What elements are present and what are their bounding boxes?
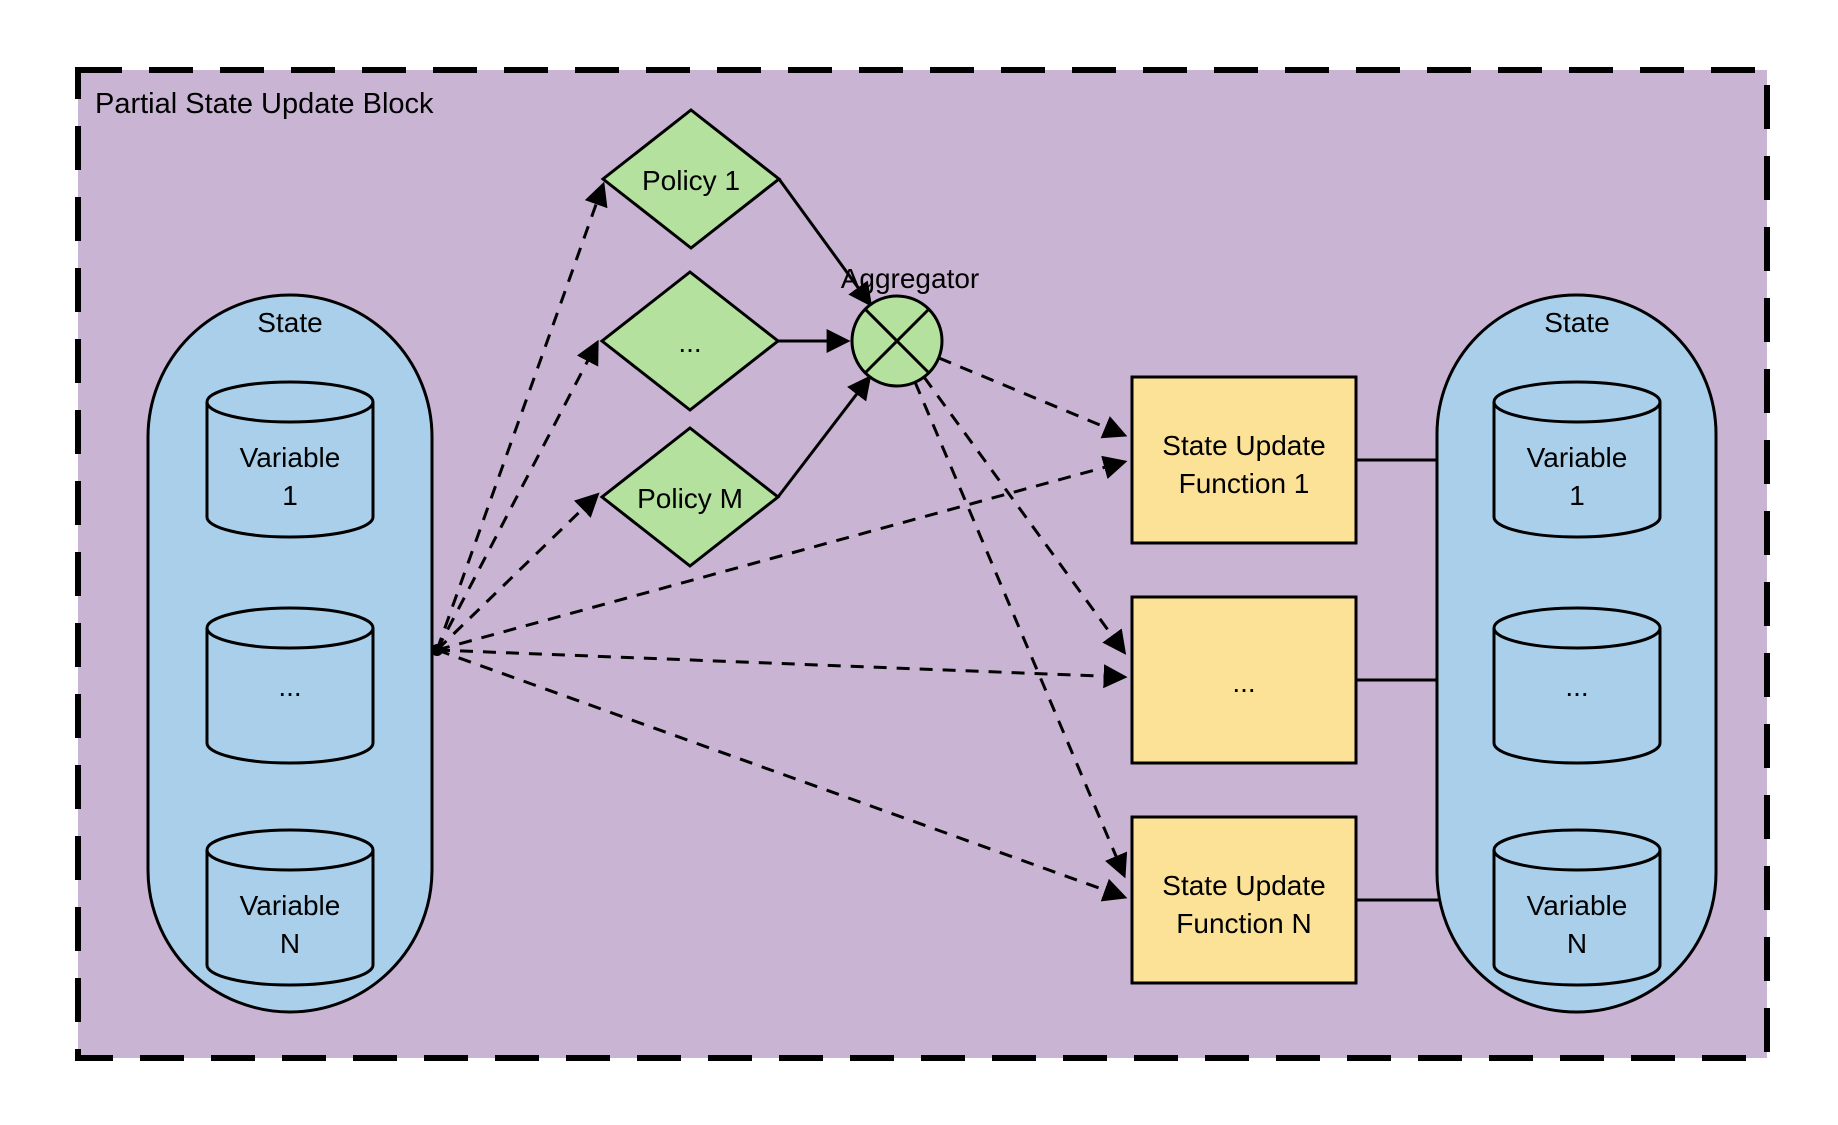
arrow-state-to-policy-m <box>435 492 600 652</box>
aggregator: Aggregator <box>841 263 980 388</box>
arrow-aggregator-to-function-1 <box>938 356 1128 439</box>
left-state: State Variable 1 ... Variable N <box>146 293 434 1014</box>
right-variable-1-label-line2: 1 <box>1569 480 1585 511</box>
state-update-function-n-label-line2: Function N <box>1176 908 1311 939</box>
policies: Policy 1 ... Policy M <box>599 108 782 568</box>
update-functions: State Update Function 1 ... State Update… <box>1130 375 1358 985</box>
arrow-aggregator-to-function-ellipsis <box>922 376 1127 655</box>
policy-1-diamond <box>600 108 782 250</box>
block-title: Partial State Update Block <box>95 88 434 120</box>
left-variable-1-label-line1: Variable <box>240 442 341 473</box>
left-variable-n-label-line1: Variable <box>240 890 341 921</box>
aggregator-label: Aggregator <box>841 263 980 294</box>
state-update-function-1-label-line2: Function 1 <box>1179 468 1310 499</box>
state-update-function-1-label-line1: State Update <box>1162 430 1325 461</box>
left-variable-ellipsis-cylinder-rim <box>205 627 375 650</box>
right-variable-n-label-line1: Variable <box>1527 890 1628 921</box>
state-update-function-ellipsis-box <box>1130 595 1358 765</box>
left-variable-1-label-line2: 1 <box>282 480 298 511</box>
aggregator-cross-line-2 <box>863 307 931 375</box>
right-variable-1-cylinder-rim <box>1492 401 1662 424</box>
state-update-function-n-box <box>1130 815 1358 985</box>
arrow-policy-1-to-aggregator <box>777 178 873 307</box>
right-variable-1-label-line1: Variable <box>1527 442 1628 473</box>
policy-m-label: Policy M <box>637 483 743 514</box>
right-variable-n-label-line2: N <box>1567 928 1587 959</box>
state-update-function-ellipsis-label: ... <box>1232 667 1255 698</box>
policy-1-label: Policy 1 <box>642 165 740 196</box>
right-variable-n-cylinder-rim <box>1492 849 1662 872</box>
right-state: State Variable 1 ... Variable N <box>1435 293 1718 1014</box>
policy-ellipsis-diamond <box>599 270 781 412</box>
left-variable-1-cylinder-rim <box>205 401 375 424</box>
arrow-policy-m-to-aggregator <box>776 375 872 498</box>
right-variable-ellipsis-cylinder-rim <box>1492 627 1662 650</box>
state-update-function-n-label-line1: State Update <box>1162 870 1325 901</box>
left-variable-n-cylinder-rim <box>205 849 375 872</box>
arrow-aggregator-to-function-n <box>913 381 1128 879</box>
policy-m-diamond <box>599 426 781 568</box>
arrow-state-to-policy-ellipsis <box>435 339 599 651</box>
left-state-label: State <box>257 307 322 338</box>
left-variable-ellipsis-label: ... <box>278 671 301 702</box>
right-variable-ellipsis-label: ... <box>1565 671 1588 702</box>
arrow-state-to-function-n <box>436 648 1128 902</box>
right-state-label: State <box>1544 307 1609 338</box>
policy-ellipsis-label: ... <box>678 327 701 358</box>
arrow-state-to-function-1 <box>436 455 1128 652</box>
left-variable-n-label-line2: N <box>280 928 300 959</box>
